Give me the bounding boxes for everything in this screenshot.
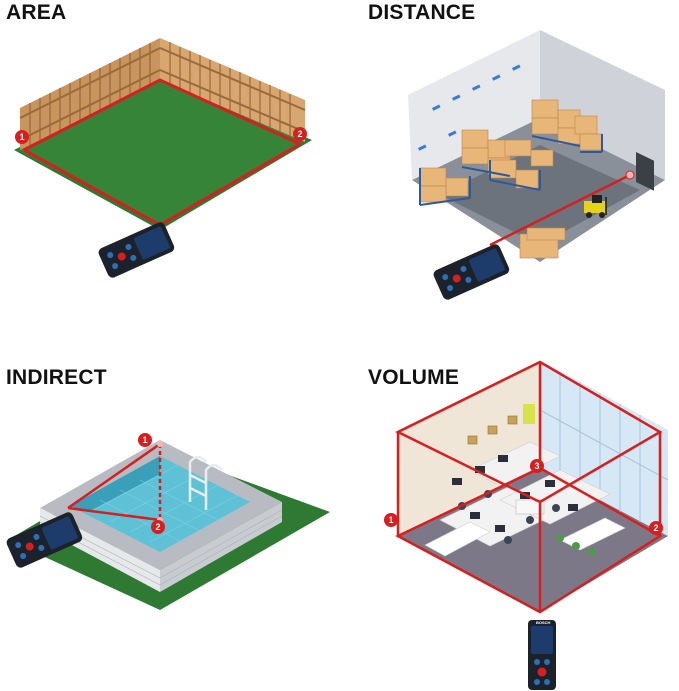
- warehouse-door: [636, 152, 654, 191]
- forklift: [584, 195, 607, 218]
- panel-title-distance: DISTANCE: [368, 1, 476, 24]
- panel-title-volume: VOLUME: [368, 366, 460, 389]
- svg-text:2: 2: [155, 522, 160, 532]
- volume-marker-2: 2: [649, 521, 663, 535]
- area-device: [98, 222, 175, 278]
- warehouse-racks: [419, 99, 603, 206]
- indirect-marker-2: 2: [151, 520, 165, 534]
- volume-marker-1: 1: [384, 513, 398, 527]
- svg-text:1: 1: [142, 435, 147, 445]
- volume-illustration: 1 2 3 BOSCH: [384, 360, 669, 690]
- distance-illustration: [408, 30, 665, 300]
- volume-laser-cube: [395, 360, 663, 614]
- area-illustration: 1 2: [14, 38, 312, 278]
- distance-laser: [489, 173, 631, 247]
- office-wall-right: [540, 360, 668, 536]
- warehouse-wall-right: [540, 30, 665, 180]
- panel-title-indirect: INDIRECT: [6, 366, 107, 389]
- svg-text:1: 1: [388, 515, 393, 525]
- volume-device: BOSCH: [528, 620, 556, 690]
- indirect-device: [6, 512, 83, 568]
- indirect-marker-1: 1: [138, 433, 152, 447]
- svg-text:2: 2: [297, 129, 302, 139]
- indirect-laser: [67, 442, 162, 522]
- svg-text:1: 1: [19, 132, 24, 142]
- svg-text:BOSCH: BOSCH: [536, 620, 551, 625]
- pallet: [519, 227, 566, 259]
- svg-text:3: 3: [534, 461, 539, 471]
- svg-text:2: 2: [653, 523, 658, 533]
- warehouse-wall-left: [408, 30, 540, 180]
- indirect-illustration: 1 2: [6, 433, 330, 610]
- volume-marker-3: 3: [530, 459, 544, 473]
- distance-device: [433, 244, 510, 300]
- office-wall-left: [398, 360, 540, 536]
- pool-ladder: [188, 455, 223, 510]
- panel-title-area: AREA: [6, 1, 67, 24]
- area-marker-1: 1: [15, 130, 29, 144]
- area-marker-2: 2: [293, 127, 307, 141]
